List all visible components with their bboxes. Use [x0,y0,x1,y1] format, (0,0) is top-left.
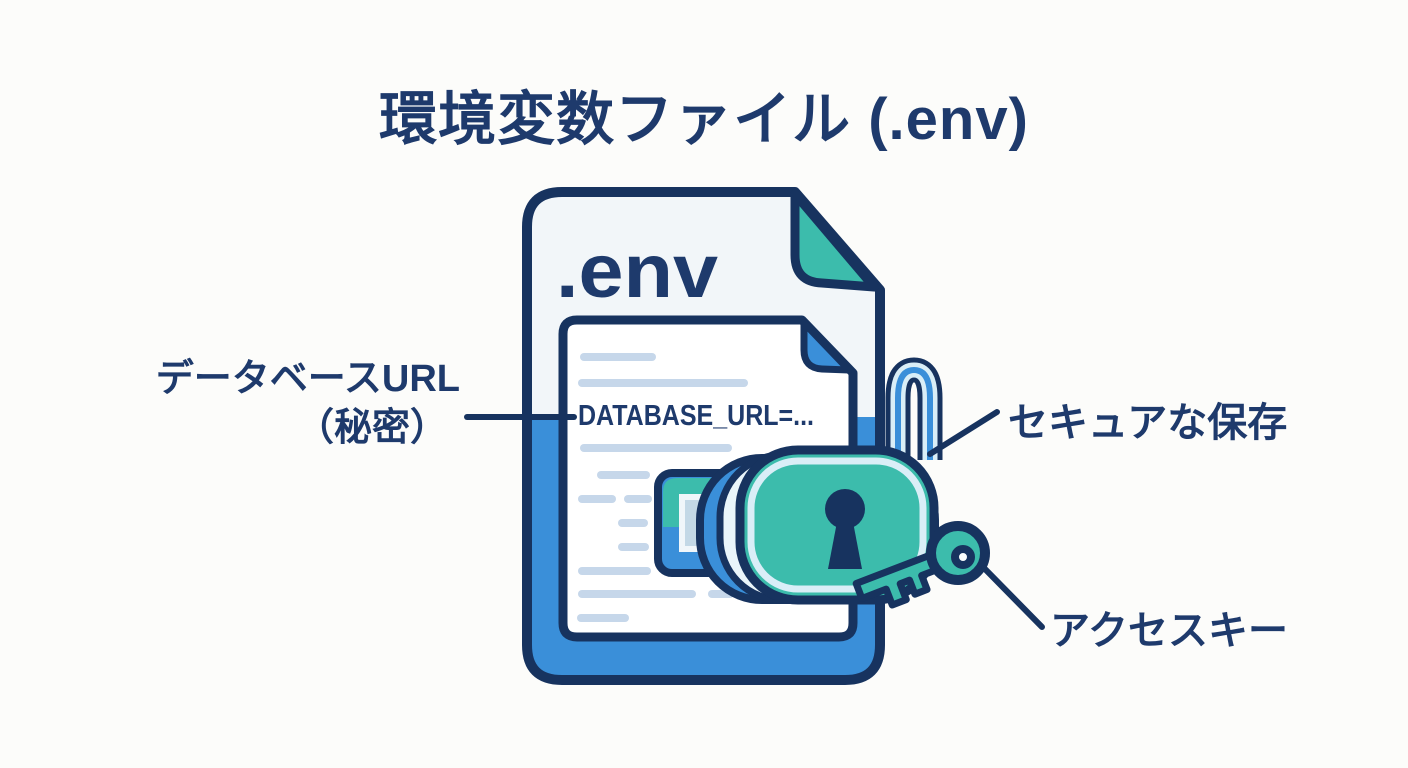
label-access-key: アクセスキー [1050,609,1288,653]
document-text-line-placeholders [577,353,748,622]
lock-shackle-icon [885,357,943,467]
label-secure-storage: セキュアな保存 [1008,401,1288,445]
file-name-text: .env [556,229,718,314]
key-icon [852,521,990,609]
lock-icon [654,357,943,605]
file-folded-corner-icon [790,189,879,292]
page-title: 環境変数ファイル (.env) [379,87,1029,152]
label-database-url-line1: データベースURL [155,358,460,400]
label-database-url: データベースURL （秘密） [100,355,460,454]
env-variable-text: DATABASE_URL=... [578,400,814,432]
connector-access-key [981,565,1045,630]
label-database-url-line2: （秘密） [295,407,448,450]
document-folded-corner-icon [800,319,853,374]
connector-secure-storage [927,409,1000,457]
key-bow-hole [951,545,975,569]
file-body-outline [522,187,885,685]
keyhole-icon [825,489,865,569]
